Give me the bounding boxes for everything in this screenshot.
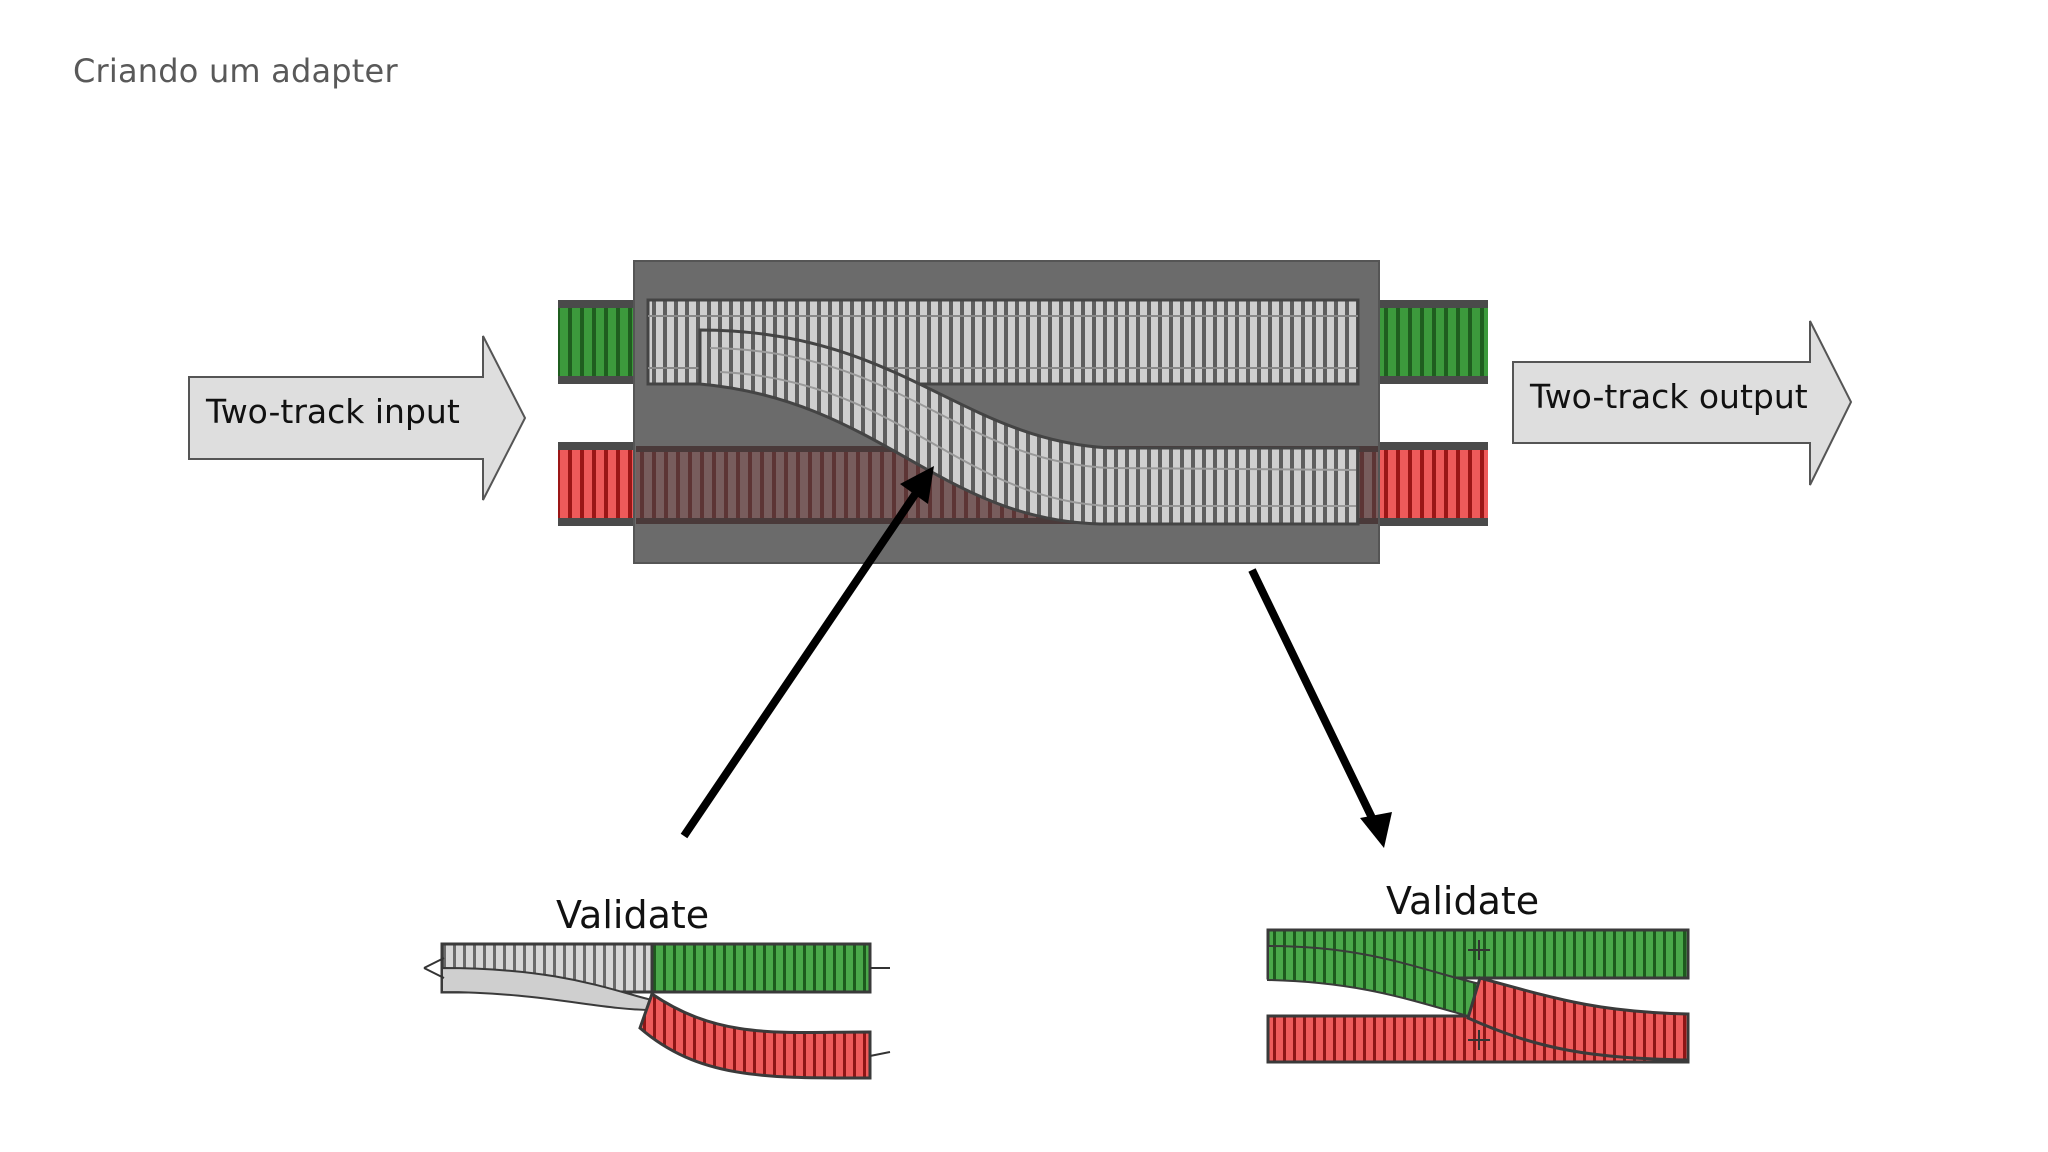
output-arrow: Two-track output — [1512, 320, 1853, 486]
slide-title: Criando um adapter — [73, 52, 398, 90]
input-label: Two-track input — [205, 392, 460, 431]
pointer-arrow-right — [1248, 568, 1392, 848]
failure-track-out — [1378, 442, 1488, 526]
output-label: Two-track output — [1529, 377, 1808, 416]
validate-detail-right: Validate — [1266, 879, 1690, 1064]
pointer-arrow-left — [680, 466, 934, 839]
failure-track-in — [558, 442, 636, 526]
validate-detail-left: Validate — [423, 893, 891, 1080]
switch-diverging-track — [698, 328, 1360, 526]
adapter-switch — [558, 260, 1488, 564]
success-track-in — [558, 300, 636, 384]
left-detail-label: Validate — [556, 893, 709, 937]
input-arrow: Two-track input — [188, 335, 527, 501]
success-track-out — [1378, 300, 1488, 384]
right-detail-label: Validate — [1386, 879, 1539, 923]
